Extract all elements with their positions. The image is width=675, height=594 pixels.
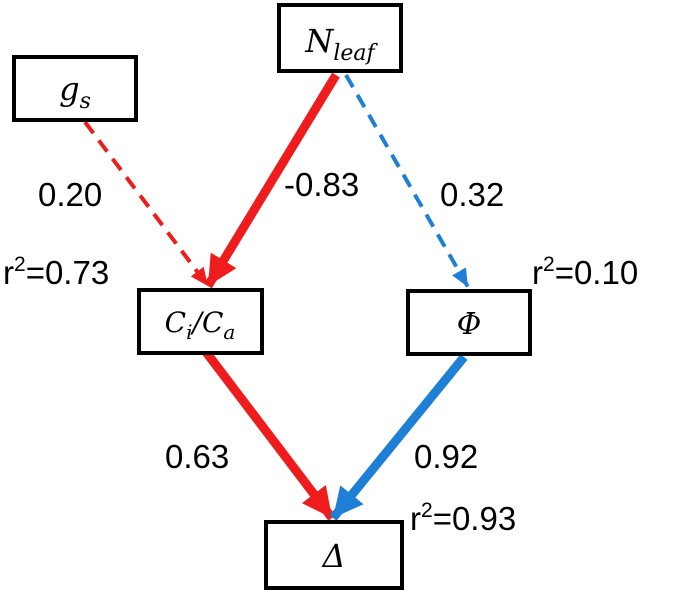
cica-c2: C (202, 306, 223, 339)
rsq-delta: r2=0.93 (410, 499, 516, 537)
cica-c2-sub: a (223, 320, 235, 344)
coef-cica-to-delta: 0.63 (165, 438, 229, 475)
coef-phi-to-delta: 0.92 (414, 438, 478, 475)
coef-nleaf-to-cica: -0.83 (284, 166, 359, 203)
nleaf-main: N (304, 22, 334, 60)
node-phi: Φ (406, 289, 532, 356)
cica-c1-sub: i (186, 320, 192, 344)
gs-main: g (59, 70, 79, 108)
rsq-cica: r2=0.73 (3, 253, 109, 291)
node-gs: gs (12, 55, 138, 122)
nleaf-sub: leaf (333, 41, 378, 66)
coef-nleaf-to-phi: 0.32 (440, 176, 504, 213)
phi-label: Φ (457, 307, 482, 342)
rsq-phi: r2=0.10 (532, 253, 638, 291)
svg-text:Nleaf: Nleaf (304, 22, 378, 66)
arrow-phi-to-delta (329, 354, 468, 521)
delta-label: Δ (320, 537, 345, 575)
gs-sub: s (80, 89, 91, 114)
node-delta: Δ (264, 520, 404, 590)
arrow-cica-to-delta (202, 349, 336, 521)
cica-c1: C (165, 306, 186, 339)
cica-slash: / (190, 306, 205, 339)
svg-text:gs: gs (59, 70, 91, 114)
arrow-gs-to-cica (83, 120, 210, 288)
node-cica: Ci/Ca (137, 288, 264, 355)
svg-text:Ci/Ca: Ci/Ca (165, 306, 236, 344)
coef-gs-to-cica: 0.20 (38, 176, 102, 213)
node-nleaf: Nleaf (277, 3, 403, 73)
arrow-nleaf-to-cica (204, 72, 340, 289)
arrow-nleaf-to-phi (344, 74, 470, 288)
